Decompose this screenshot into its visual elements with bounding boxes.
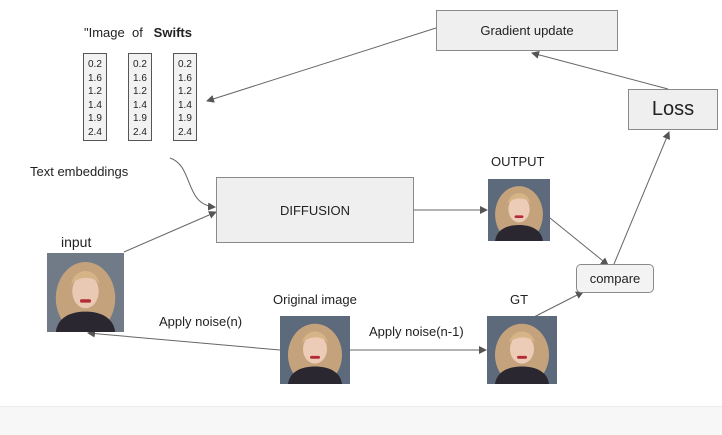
text-embeddings-label: Text embeddings bbox=[30, 164, 129, 179]
arrow-gt-to-compare bbox=[531, 291, 584, 319]
apply-noise-n1-label: Apply noise(n-1) bbox=[369, 324, 464, 339]
caption: "Image of Swifts bbox=[84, 25, 192, 40]
original-image-label: Original image bbox=[273, 292, 357, 307]
caption-word: Swifts bbox=[153, 25, 192, 40]
output-image bbox=[488, 179, 550, 241]
arrow-loss-to-gradient bbox=[531, 50, 669, 90]
gt-label: GT bbox=[510, 292, 529, 307]
original-image bbox=[280, 316, 350, 384]
diffusion-box: DIFFUSION bbox=[216, 177, 414, 243]
arrow-compare-to-loss bbox=[613, 131, 670, 265]
arrow-original-to-input bbox=[87, 329, 281, 351]
arrow-output-to-compare bbox=[549, 217, 609, 266]
arrow-gradient-to-embeddings bbox=[206, 27, 437, 103]
input-image bbox=[47, 253, 124, 332]
input-label: input bbox=[61, 234, 92, 250]
apply-noise-n-label: Apply noise(n) bbox=[159, 314, 243, 329]
gradient-update-box: Gradient update bbox=[436, 10, 618, 51]
arrow-input-to-diffusion bbox=[123, 211, 217, 253]
output-label: OUTPUT bbox=[491, 154, 545, 169]
caption-prefix: "Image bbox=[84, 25, 125, 40]
footer-bar bbox=[0, 406, 722, 435]
caption-of: of bbox=[131, 25, 143, 40]
gt-image bbox=[487, 316, 557, 384]
arrow-embeddings-to-diffusion bbox=[169, 157, 216, 211]
loss-box: Loss bbox=[628, 89, 718, 130]
compare-box: compare bbox=[576, 264, 654, 293]
